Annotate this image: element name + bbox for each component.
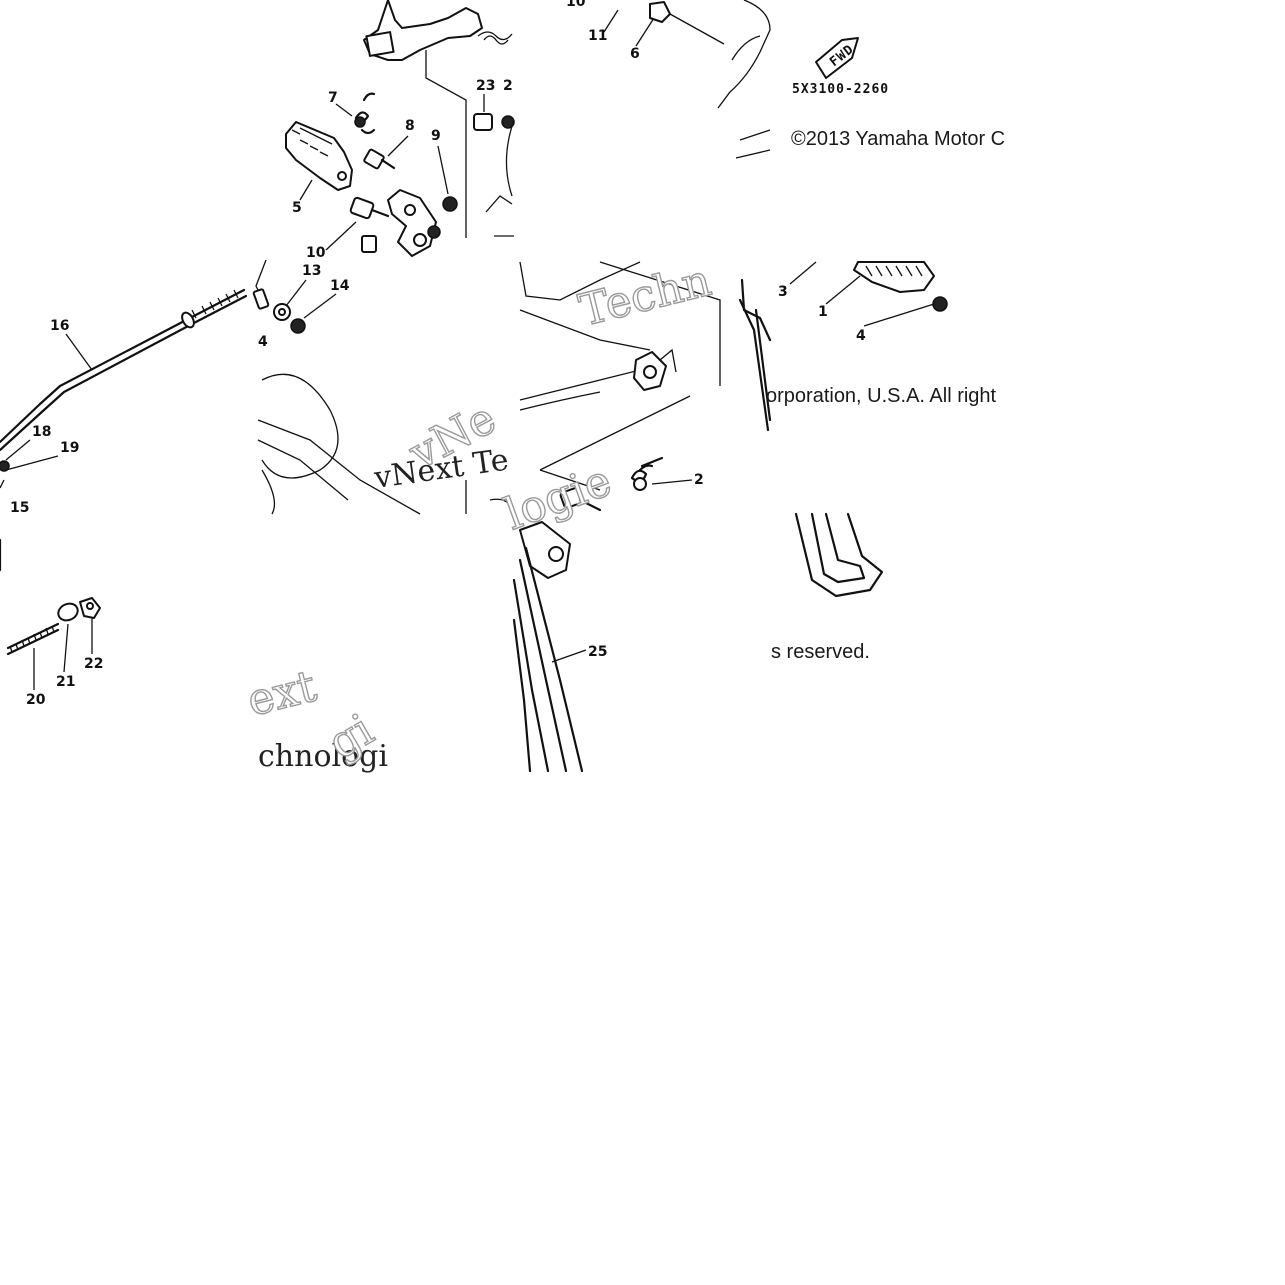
adjuster-parts [0, 538, 101, 656]
bolt-8 [363, 148, 396, 170]
callout-fragment: 10 [566, 0, 586, 10]
callout-16: 16 [50, 318, 69, 334]
spring-7 [354, 92, 376, 135]
callout-3: 3 [778, 284, 788, 300]
callout-5: 5 [292, 200, 302, 216]
fwd-arrow: FWD [815, 37, 859, 79]
watermark-techn: Techn [574, 255, 716, 337]
callout-11: 11 [588, 28, 607, 44]
bolt-2 [559, 487, 602, 512]
part-code: 5X3100-2260 [792, 82, 889, 97]
callout-8: 8 [405, 118, 415, 134]
copyright-line-2: orporation, U.S.A. All right [766, 385, 997, 407]
callout-10: 10 [306, 245, 326, 261]
callout-25: 25 [588, 644, 607, 660]
callout-18: 18 [32, 424, 51, 440]
callout-21: 21 [56, 674, 75, 690]
callout-15: 15 [10, 500, 29, 516]
watermark-ext: ext [242, 661, 321, 727]
stand-foot [794, 512, 884, 598]
callout-22: 22 [84, 656, 103, 672]
footrest-5 [285, 121, 353, 191]
watermark-bottom-middle: ext chnologi gi [242, 660, 388, 774]
center-fragment: 4 13 14 vNext Te vNe [252, 259, 515, 515]
callout-4: 4 [258, 334, 268, 350]
shift-rod-16 [0, 288, 248, 452]
upper-right-fragment: 10 11 6 [505, 0, 771, 197]
callout-13: 13 [302, 263, 321, 279]
frame-center-right: Techn 2 logie [498, 254, 772, 541]
callout-4b: 4 [856, 328, 866, 344]
watermark-chnologi: chnologi [258, 739, 388, 774]
copyright-line-3: s reserved. [771, 641, 870, 663]
bracket-10 [349, 189, 441, 257]
callout-6: 6 [630, 46, 640, 62]
callout-23: 23 [476, 78, 495, 94]
callout-2: 2 [694, 472, 704, 488]
callout-19: 19 [60, 440, 79, 456]
shift-pedal-group [363, 0, 513, 238]
callout-7: 7 [328, 90, 338, 106]
callout-9: 9 [431, 128, 441, 144]
callout-1: 1 [818, 304, 828, 320]
watermark-logie: logie [498, 455, 618, 540]
callout-14: 14 [330, 278, 350, 294]
spring-2 [630, 456, 664, 491]
kickstand-25 [512, 521, 584, 773]
callout-24-partial: 2 [503, 78, 513, 94]
copyright-line-1: ©2013 Yamaha Motor C [791, 128, 1005, 150]
callout-20: 20 [26, 692, 46, 708]
